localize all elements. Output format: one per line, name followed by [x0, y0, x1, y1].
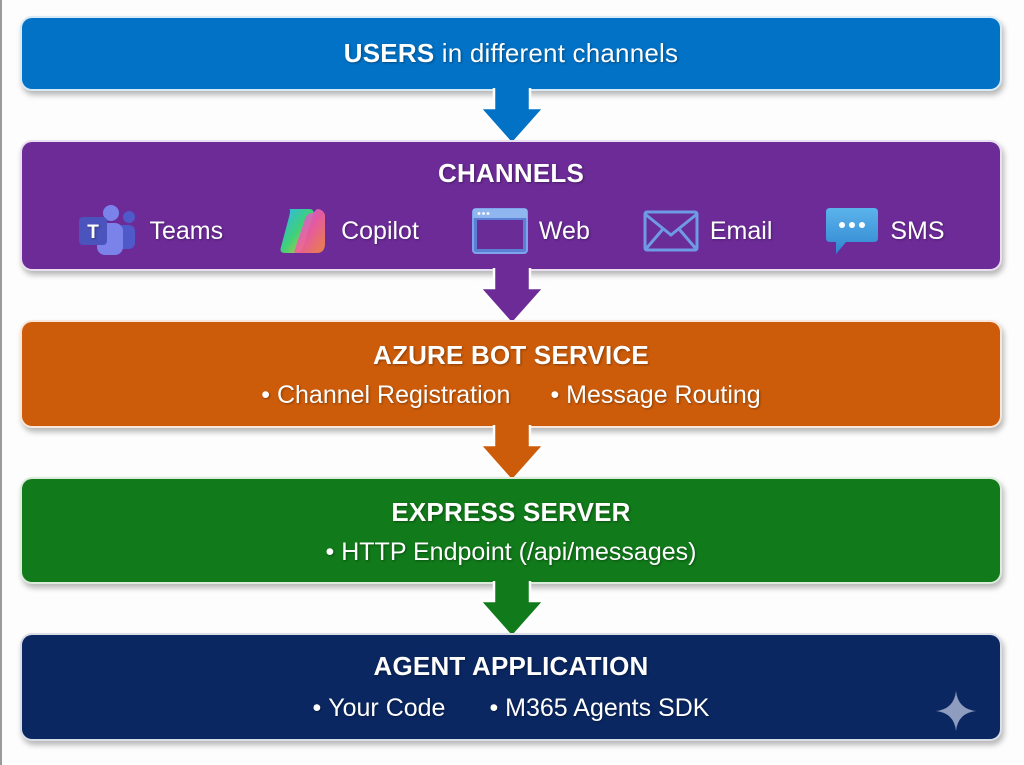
azure-title: AZURE BOT SERVICE — [373, 340, 649, 370]
copilot-icon — [280, 209, 326, 253]
express-title: EXPRESS SERVER — [391, 497, 631, 527]
channels-title: CHANNELS — [437, 158, 585, 188]
channel-list: T Teams Copilot — [22, 203, 1000, 259]
channel-label: Web — [538, 216, 590, 245]
bullet-item: Message Routing — [550, 381, 761, 410]
bullet-item: HTTP Endpoint (/api/messages) — [326, 538, 696, 567]
bullet-item: Channel Registration — [261, 381, 510, 410]
bullet-item: M365 Agents SDK — [489, 694, 709, 723]
express-bullets: HTTP Endpoint (/api/messages) — [22, 538, 1000, 567]
svg-text:T: T — [88, 222, 100, 243]
browser-window-icon — [471, 208, 528, 254]
channel-email: Email — [642, 209, 773, 253]
agent-application-box: AGENT APPLICATION Your Code M365 Agents … — [20, 633, 1002, 741]
channel-copilot: Copilot — [275, 203, 419, 259]
channel-sms: SMS — [824, 206, 945, 256]
azure-bullets: Channel Registration Message Routing — [22, 381, 1000, 410]
channel-label: Email — [709, 216, 773, 245]
channels-box: CHANNELS T Teams — [20, 140, 1002, 271]
sparkle-icon — [936, 691, 976, 731]
teams-icon: T — [79, 205, 136, 255]
frame-border — [0, 0, 2, 765]
channel-teams: T Teams — [77, 203, 223, 259]
channel-label: SMS — [890, 216, 945, 245]
agent-title: AGENT APPLICATION — [373, 651, 649, 681]
envelope-icon — [643, 210, 699, 252]
bullet-item: Your Code — [313, 694, 445, 723]
express-server-box: EXPRESS SERVER HTTP Endpoint (/api/messa… — [20, 477, 1002, 584]
users-title-bold: USERS — [343, 38, 435, 68]
chat-bubble-icon — [826, 208, 879, 254]
channel-label: Teams — [149, 216, 224, 245]
azure-bot-service-box: AZURE BOT SERVICE Channel Registration M… — [20, 320, 1002, 428]
channel-web: Web — [471, 207, 590, 255]
users-title-rest: in different channels — [434, 38, 679, 68]
users-box: USERS in different channels — [20, 16, 1002, 91]
channel-label: Copilot — [341, 216, 419, 245]
agent-bullets: Your Code M365 Agents SDK — [22, 694, 1000, 723]
users-title: USERS in different channels — [344, 38, 678, 69]
